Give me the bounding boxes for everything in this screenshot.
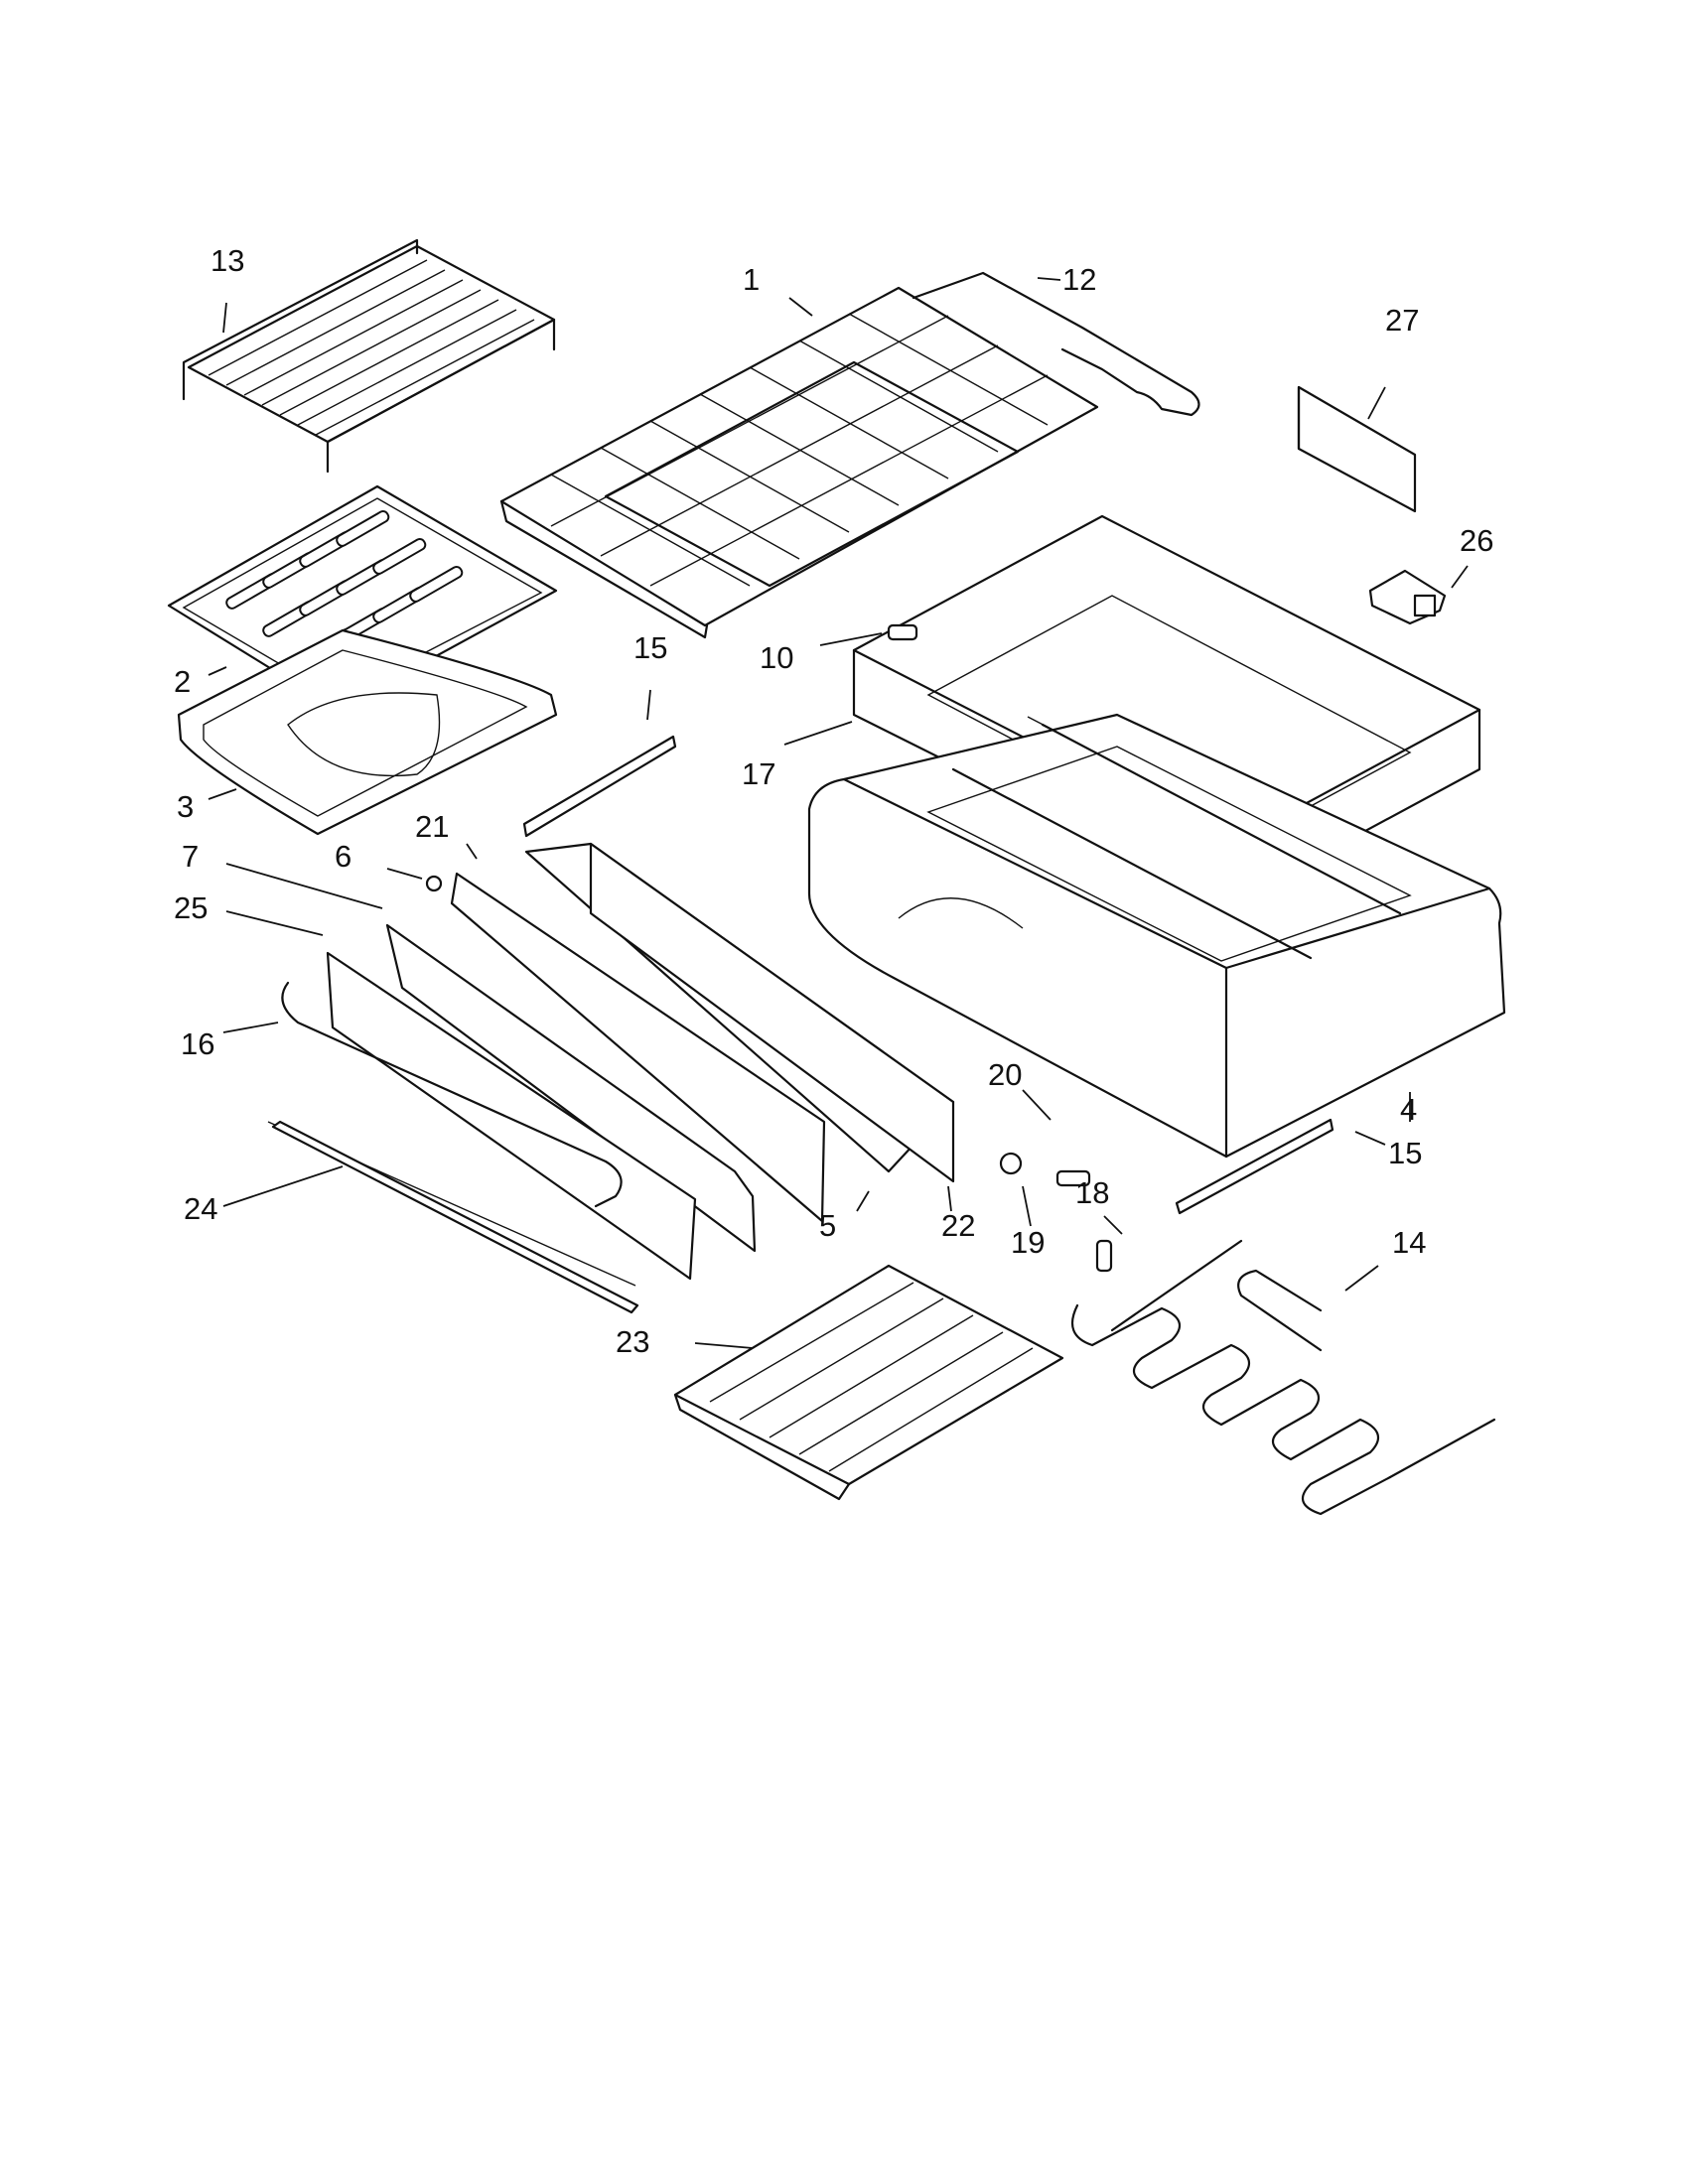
callout-20: 20 [988,1057,1022,1092]
part-bracket-plate [1297,385,1417,513]
callout-22: 22 [941,1208,975,1243]
callout-3: 3 [177,789,194,824]
part-rack-support [912,271,1200,417]
callout-15-lower: 15 [1388,1136,1422,1170]
part-screws [425,623,1113,1273]
callout-17: 17 [742,756,775,791]
part-oven-rack [499,286,1099,639]
callout-12: 12 [1062,262,1096,297]
callout-27: 27 [1385,303,1419,338]
callout-6: 6 [335,839,351,874]
part-drawer-body [807,713,1506,1159]
part-warming-rack [673,1264,1064,1501]
callout-10: 10 [760,640,793,675]
callout-1: 1 [743,262,760,297]
callout-26: 26 [1460,523,1493,558]
callout-7: 7 [182,839,199,874]
callout-21: 21 [415,809,449,844]
part-drawer-front-panels [267,842,955,1287]
part-trim-strip [271,1120,639,1314]
callout-13: 13 [210,243,244,278]
callout-14: 14 [1392,1225,1426,1260]
part-broiler-pan [177,628,558,836]
callout-16: 16 [181,1026,214,1061]
callout-19: 19 [1011,1225,1045,1260]
callout-25: 25 [174,890,208,925]
part-drawer-slide-upper [522,735,677,838]
callout-5: 5 [819,1208,836,1243]
callout-15-upper: 15 [633,630,667,665]
part-bake-element [1070,1239,1496,1516]
leaders [208,277,1469,1349]
callout-18: 18 [1075,1175,1109,1210]
part-roasting-rack [182,238,556,474]
callout-4: 4 [1400,1092,1417,1127]
callout-24: 24 [184,1191,217,1226]
callout-labels: 1 12 13 27 26 15 10 17 2 3 21 6 7 25 16 … [174,243,1493,1359]
callout-2: 2 [174,664,191,699]
part-drawer-slide-lower [1175,1118,1334,1215]
part-switch [1368,569,1447,625]
callout-23: 23 [616,1324,649,1359]
